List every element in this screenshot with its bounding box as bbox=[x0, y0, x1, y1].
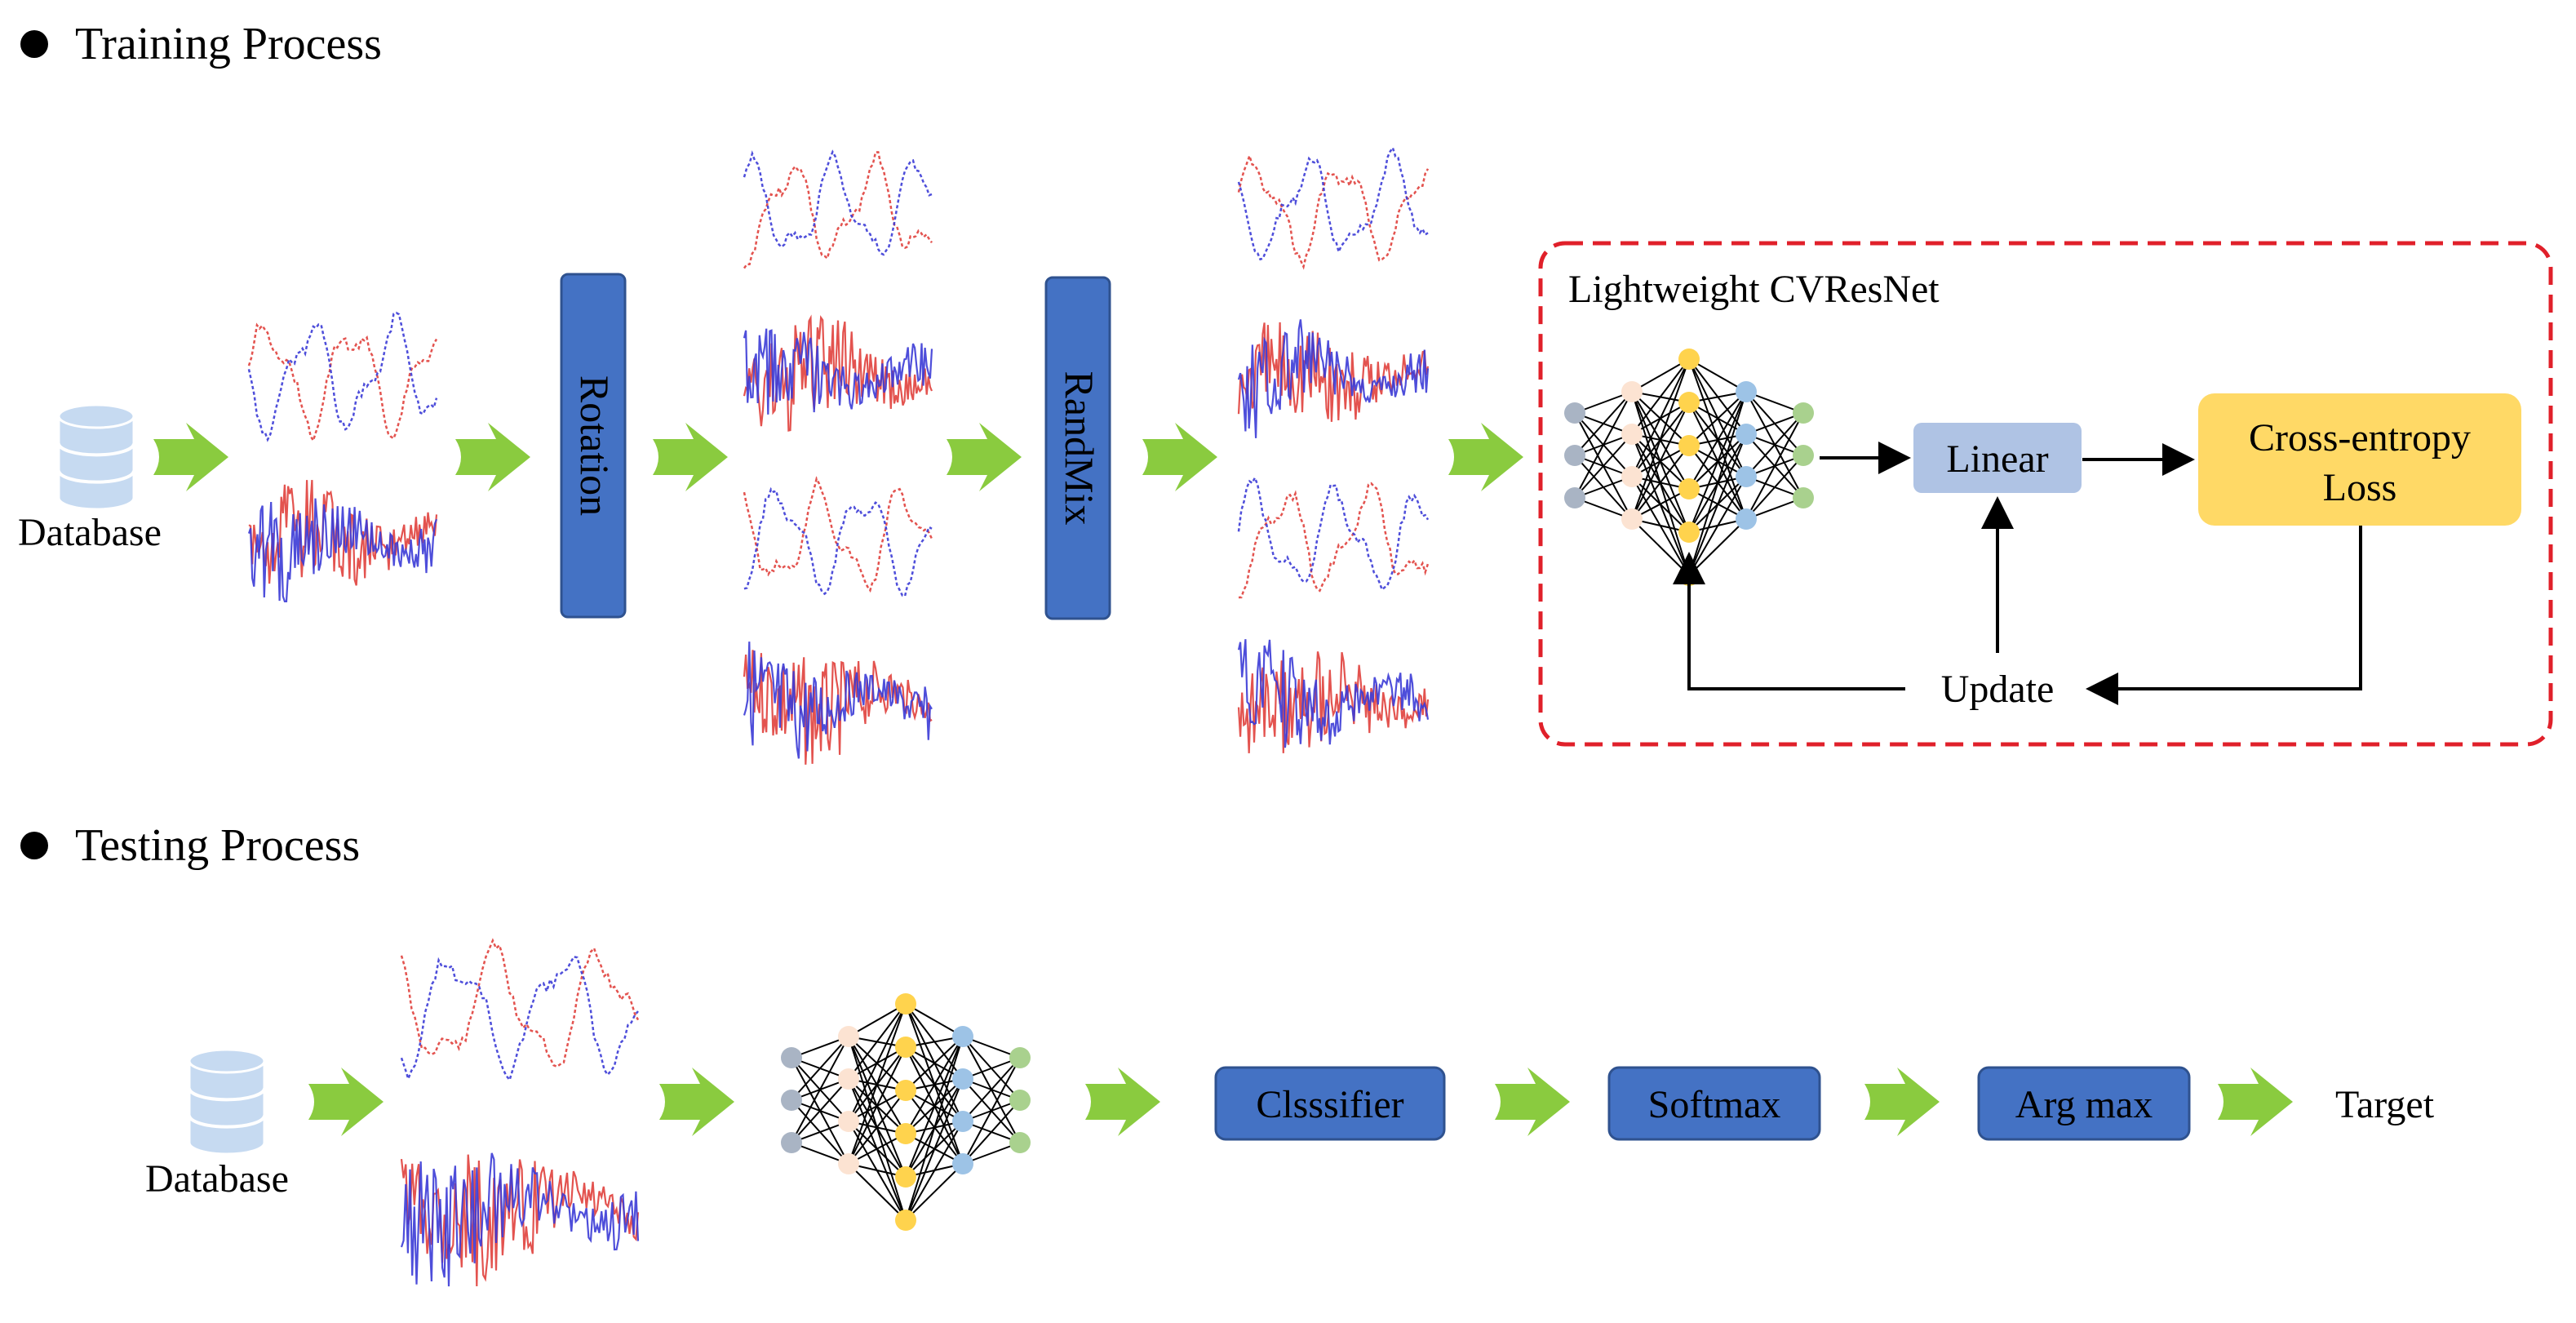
signal-waveform bbox=[400, 1152, 640, 1287]
training-title: Training Process bbox=[75, 19, 382, 69]
target-label: Target bbox=[2335, 1083, 2435, 1126]
linear-label: Linear bbox=[1946, 437, 2048, 481]
arrow-right-icon bbox=[1495, 1068, 1570, 1136]
classifier-box[interactable] bbox=[1214, 1066, 1446, 1141]
signal-waveform bbox=[743, 476, 933, 597]
signal-waveform bbox=[1237, 475, 1430, 599]
arrow-right-icon bbox=[2218, 1068, 2293, 1136]
testing-title: Testing Process bbox=[75, 820, 360, 871]
feedback-line bbox=[2086, 526, 2362, 705]
arrow-right-icon bbox=[653, 423, 728, 491]
training-section: Training Process Database Rotation RandM… bbox=[18, 19, 2553, 765]
testing-bullet-icon bbox=[20, 832, 48, 859]
update-label: Update bbox=[1941, 668, 2055, 711]
testing-section: Testing Process Database Clsssifier Soft… bbox=[20, 820, 2435, 1287]
arrow-right-icon bbox=[1142, 423, 1217, 491]
neural-network-icon bbox=[781, 993, 1031, 1231]
model-dashed-border bbox=[1538, 241, 2553, 747]
signal-waveform bbox=[1237, 145, 1430, 270]
arrow-right-icon bbox=[1085, 1068, 1160, 1136]
arrow-right-icon bbox=[455, 423, 530, 491]
loss-label-line1: Cross-entropy bbox=[2249, 416, 2471, 459]
softmax-box[interactable] bbox=[1607, 1066, 1821, 1141]
argmax-label: Arg max bbox=[2015, 1083, 2153, 1126]
signal-waveform bbox=[743, 642, 933, 765]
randmix-label: RandMix bbox=[1057, 371, 1102, 526]
loss-box[interactable] bbox=[2198, 393, 2521, 526]
training-database-label: Database bbox=[18, 511, 162, 554]
model-container: Lightweight CVResNet Linear Cross-entrop… bbox=[1538, 241, 2553, 747]
training-bullet-icon bbox=[20, 30, 48, 58]
signal-waveform bbox=[247, 311, 438, 443]
arrow-right-icon bbox=[153, 423, 228, 491]
arrow-right-icon bbox=[659, 1068, 734, 1136]
randmix-box[interactable] bbox=[1044, 276, 1111, 620]
rotation-box[interactable] bbox=[560, 273, 627, 619]
arrow-right-icon bbox=[1864, 1068, 1940, 1136]
signal-waveform bbox=[743, 314, 933, 432]
arrow-right-icon bbox=[947, 423, 1022, 491]
neural-network-icon bbox=[1564, 349, 1814, 586]
database-icon bbox=[188, 1048, 266, 1156]
linear-box[interactable] bbox=[1913, 423, 2082, 493]
rotation-label: Rotation bbox=[572, 375, 618, 516]
loss-label-line2: Loss bbox=[2323, 466, 2397, 509]
testing-database-label: Database bbox=[145, 1157, 289, 1201]
database-icon bbox=[57, 403, 135, 511]
argmax-box[interactable] bbox=[1977, 1066, 2191, 1141]
classifier-label: Clsssifier bbox=[1256, 1083, 1403, 1126]
signal-waveform bbox=[1237, 639, 1430, 753]
signal-waveform bbox=[1237, 319, 1430, 438]
arrow-right-icon bbox=[1448, 423, 1523, 491]
signal-waveform bbox=[247, 480, 438, 603]
softmax-label: Softmax bbox=[1648, 1083, 1781, 1126]
arrow-right-icon bbox=[308, 1068, 384, 1136]
signal-waveform bbox=[400, 938, 640, 1082]
signal-waveform bbox=[743, 149, 933, 269]
model-title: Lightweight CVResNet bbox=[1568, 268, 1940, 311]
update-to-network-arrow bbox=[1673, 552, 1905, 690]
